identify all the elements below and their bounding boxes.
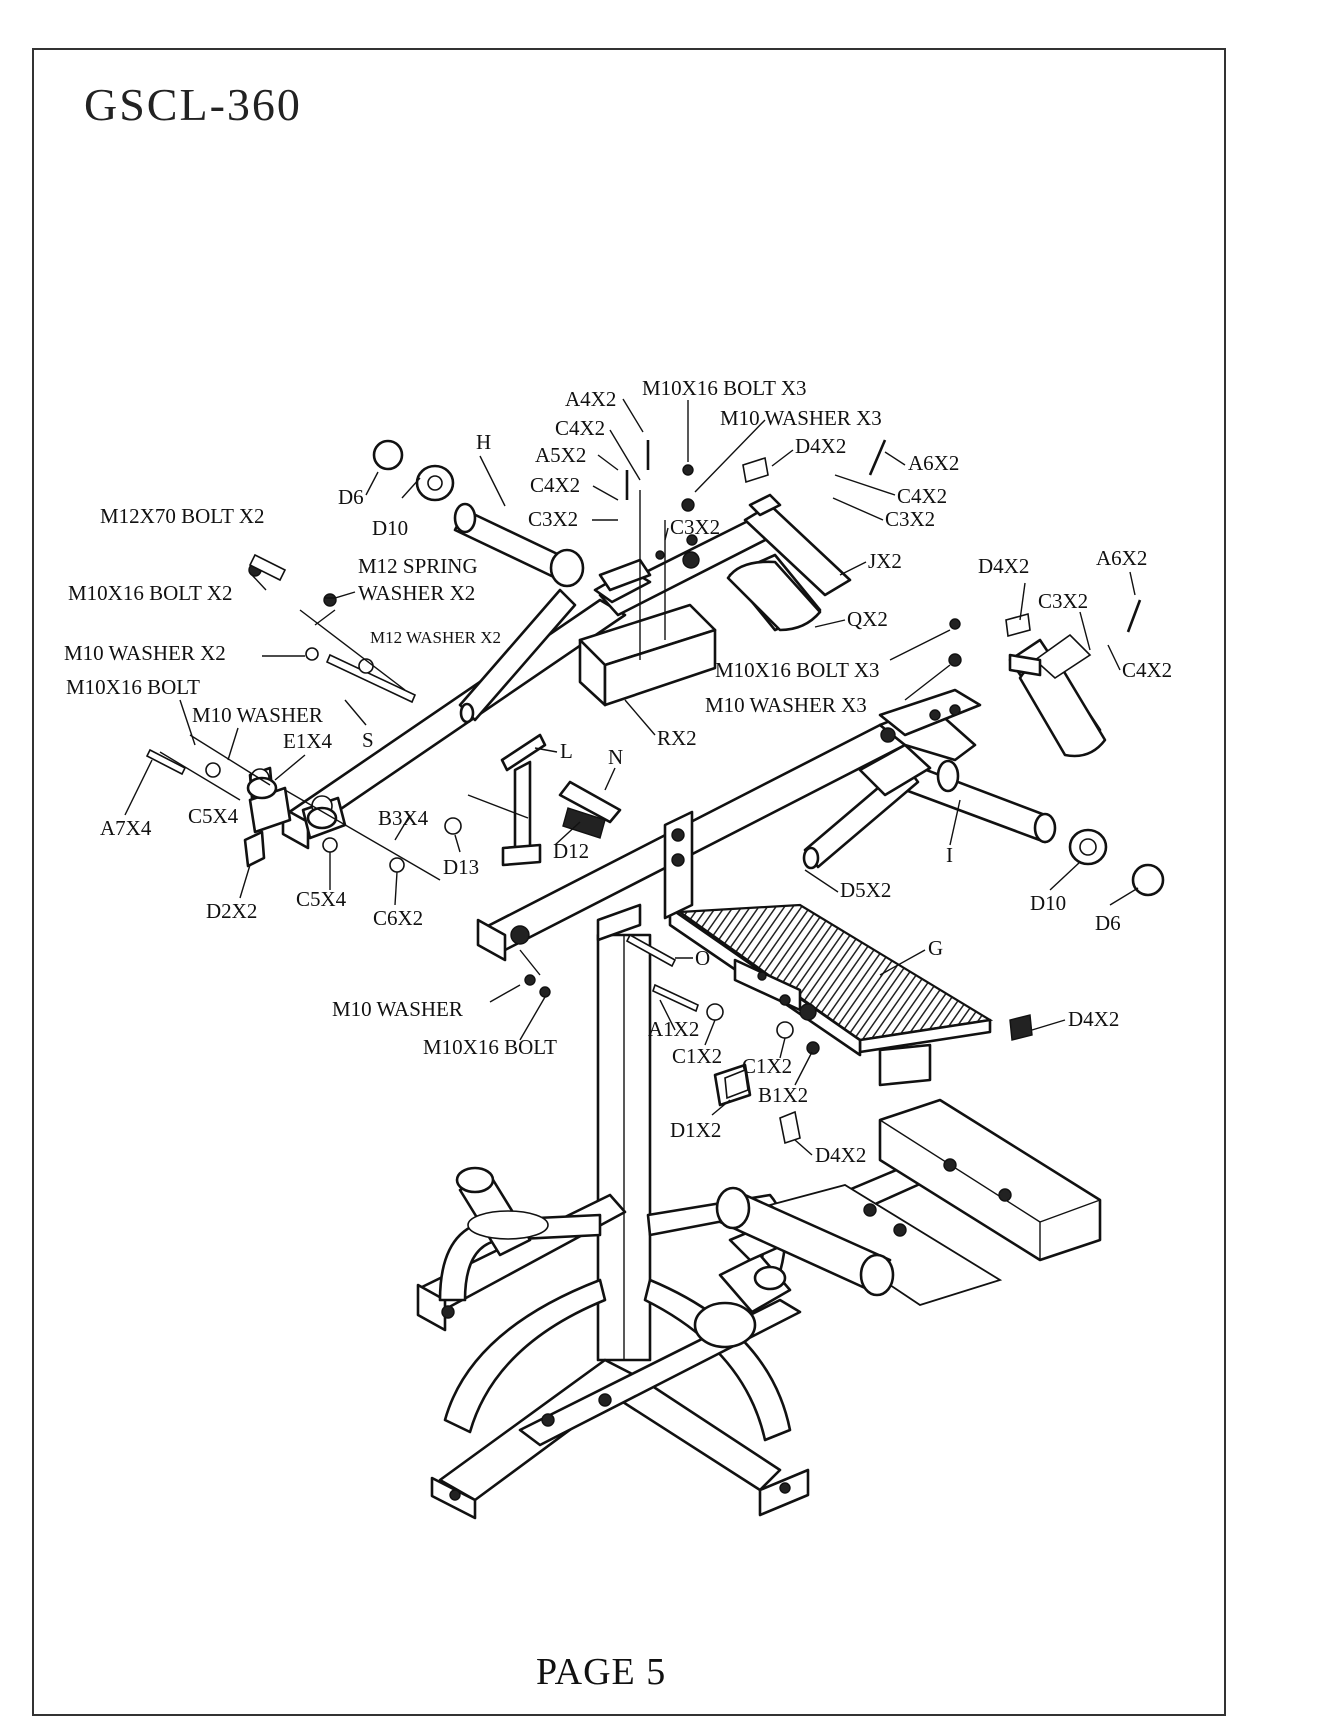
label-m10-washer-x3-mid: M10 WASHER X3 [705,693,867,717]
label-c3x2-right-top: C3X2 [885,507,935,531]
label-m12-spring: M12 SPRING [358,554,478,578]
label-d4x2-right: D4X2 [978,554,1029,578]
label-c1x2-right: C1X2 [742,1054,792,1078]
label-m10x16-bolt-x3-mid: M10X16 BOLT X3 [715,658,880,682]
label-l: L [560,739,573,763]
label-d10-right: D10 [1030,891,1066,915]
label-d6-left: D6 [338,485,364,509]
label-m10-washer-x3-top: M10 WASHER X3 [720,406,882,430]
label-g: G [928,936,943,960]
label-a5x2: A5X2 [535,443,586,467]
label-n: N [608,745,623,769]
label-c6x2: C6X2 [373,906,423,930]
label-d1x2: D1X2 [670,1118,721,1142]
label-h: H [476,430,491,454]
label-b1x2: B1X2 [758,1083,808,1107]
label-a1x2: A1X2 [648,1017,699,1041]
label-e1x4: E1X4 [283,729,332,753]
upper-arm-h [281,502,777,850]
label-o: O [695,946,710,970]
label-d4x2-bottom-right: D4X2 [1068,1007,1119,1031]
label-m10x16-bolt-x3-top: M10X16 BOLT X3 [642,376,807,400]
label-qx2: QX2 [847,607,888,631]
small-parts [145,439,1165,1145]
label-a7x4: A7X4 [100,816,152,840]
label-m10x16-bolt-bottom: M10X16 BOLT [423,1035,557,1059]
label-d5x2: D5X2 [840,878,891,902]
label-a6x2-top: A6X2 [908,451,959,475]
base-frame [416,933,1102,1520]
label-c4x2-right: C4X2 [1122,658,1172,682]
page-number: PAGE 5 [536,1651,667,1693]
label-c1x2-left: C1X2 [672,1044,722,1068]
label-m10x16-bolt-left: M10X16 BOLT [66,675,200,699]
label-rx2: RX2 [657,726,697,750]
label-m10-washer-left: M10 WASHER [192,703,323,727]
pads [578,493,1107,758]
label-washer-x2: WASHER X2 [358,581,475,605]
model-title: GSCL-360 [84,79,302,130]
label-d6-right: D6 [1095,911,1121,935]
label-m12x70-bolt-x2: M12X70 BOLT X2 [100,504,265,528]
label-m10x16-bolt-x2: M10X16 BOLT X2 [68,581,233,605]
label-c4x2-right-top: C4X2 [897,484,947,508]
label-c4x2-top: C4X2 [555,416,605,440]
label-d13: D13 [443,855,479,879]
main-lever-arm [476,688,1057,962]
label-c3x2-center: C3X2 [670,515,720,539]
label-m12-washer-x2: M12 WASHER X2 [370,628,501,647]
leader-lines [124,398,1139,1156]
label-c3x2-mid: C3X2 [528,507,578,531]
label-a4x2: A4X2 [565,387,616,411]
label-d10-left: D10 [372,516,408,540]
label-c5x4-left: C5X4 [188,804,239,828]
label-m10-washer-bottom: M10 WASHER [332,997,463,1021]
label-c4x2-mid: C4X2 [530,473,580,497]
page-border [32,48,1226,1716]
label-i: I [946,843,953,867]
label-m10-washer-x2: M10 WASHER X2 [64,641,226,665]
label-c5x4-mid: C5X4 [296,887,347,911]
label-d4x2-top: D4X2 [795,434,846,458]
label-a6x2-right: A6X2 [1096,546,1147,570]
label-s: S [362,728,374,752]
label-d2x2: D2X2 [206,899,257,923]
footplate-g [668,903,994,1087]
part-labels: A4X2 M10X16 BOLT X3 C4X2 M10 WASHER X3 A… [64,376,1172,1167]
label-d4x2-bottom: D4X2 [815,1143,866,1167]
label-jx2: JX2 [868,549,902,573]
label-c3x2-right: C3X2 [1038,589,1088,613]
label-d12: D12 [553,839,589,863]
